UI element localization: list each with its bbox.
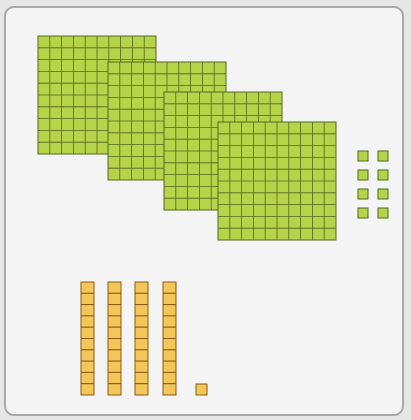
ten-rod	[135, 282, 148, 395]
one-cube	[378, 189, 388, 199]
one-cube	[358, 170, 368, 180]
one-cube	[358, 151, 368, 161]
ten-rod	[163, 282, 176, 395]
ten-rod	[108, 282, 121, 395]
one-cube	[358, 189, 368, 199]
hundred-block	[218, 122, 336, 240]
one-cube	[378, 170, 388, 180]
ten-rod	[81, 282, 94, 395]
one-cube	[358, 208, 368, 218]
one-cube	[378, 151, 388, 161]
one-cube	[378, 208, 388, 218]
one-cube	[196, 384, 207, 395]
